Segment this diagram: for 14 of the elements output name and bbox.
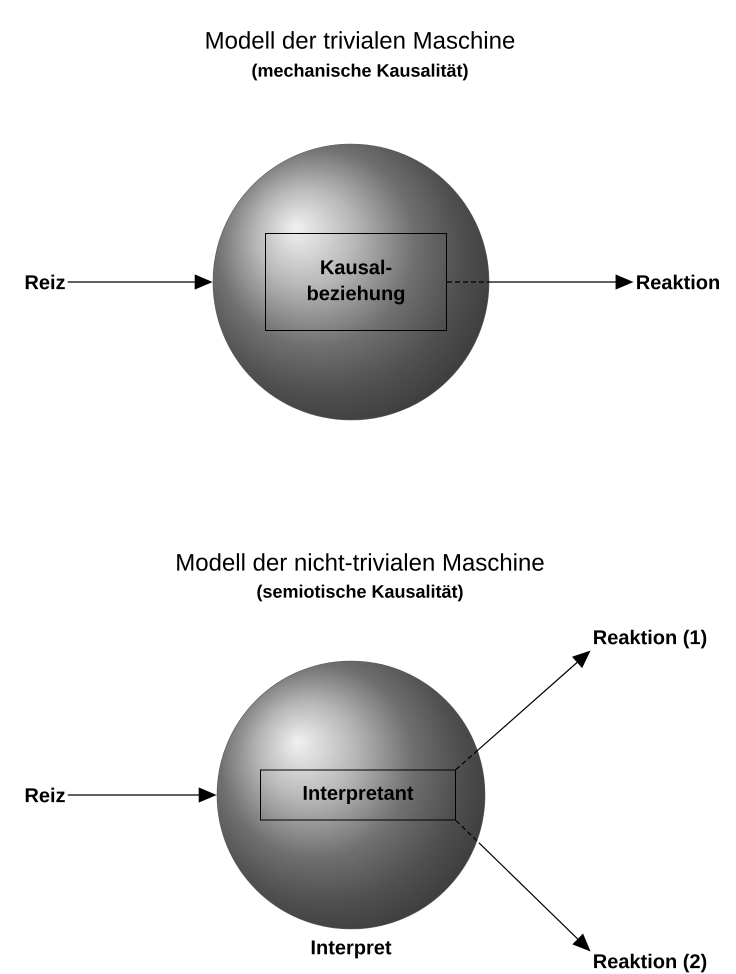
label-text: Reaktion (1) — [594, 630, 706, 648]
title-text: Modell der nicht-trivialen Maschine — [177, 553, 544, 571]
subtitle-text: (semiotische Kausalität) — [257, 584, 463, 602]
label-box: Kausal- beziehung — [265, 233, 447, 331]
label-text: Reiz — [26, 274, 65, 290]
sphere — [216, 660, 486, 930]
caption-text: Interpret — [312, 940, 392, 958]
label-text: Reiz — [26, 788, 65, 802]
label-text: Reaktion — [637, 274, 719, 290]
label-box: Interpretant — [260, 770, 456, 820]
title-text: Modell der trivialen Maschine — [206, 31, 514, 49]
label-text: Reaktion (2) — [594, 954, 706, 972]
sphere — [212, 144, 490, 420]
subtitle-text: (mechanische Kausalität) — [252, 64, 468, 80]
